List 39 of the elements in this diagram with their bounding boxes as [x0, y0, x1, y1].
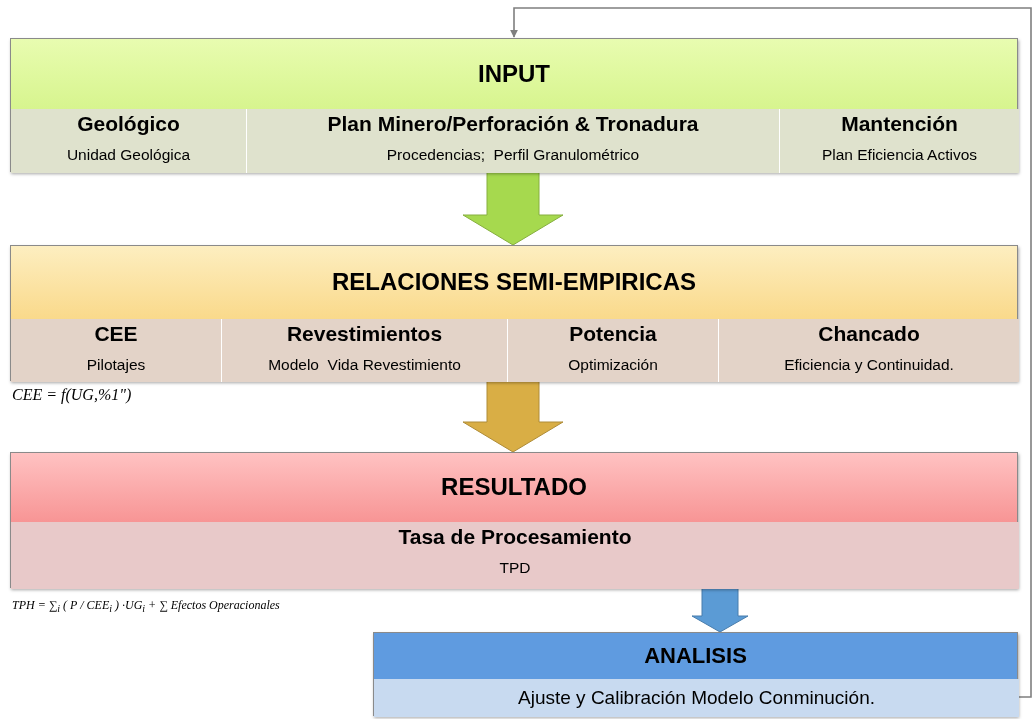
section-panel: [10, 245, 1018, 381]
description-text: Optimización: [567, 356, 659, 374]
description-text: Unidad Geológica: [65, 146, 192, 164]
description-text: Pilotajes: [85, 356, 147, 374]
category-cell: [508, 319, 719, 382]
description-text: Ajuste y Calibración Modelo Conminución.: [517, 687, 876, 709]
category-title: Plan Minero/Perforación & Tronadura: [326, 112, 700, 136]
category-title: Tasa de Procesamiento: [397, 525, 633, 549]
category-title: Revestimientos: [285, 322, 444, 346]
description-text: Eficiencia y Continuidad.: [783, 356, 955, 374]
section-heading: INPUT: [477, 59, 551, 88]
description-text: TPD: [498, 559, 532, 577]
category-cell: [11, 109, 247, 173]
category-title: CEE: [93, 322, 139, 346]
feedback-arrow: [510, 7, 1032, 698]
category-cell: [11, 522, 1019, 589]
section-panel: [373, 632, 1018, 716]
block-arrow: [691, 587, 749, 633]
section-heading: ANALISIS: [643, 642, 748, 669]
category-title: Potencia: [568, 322, 658, 346]
category-cell: [719, 319, 1019, 382]
block-arrow: [462, 171, 564, 246]
section-heading: RESULTADO: [440, 473, 588, 502]
section-heading: RELACIONES SEMI-EMPIRICAS: [331, 268, 697, 297]
description-text: Modelo Vida Revestimiento: [267, 356, 462, 374]
block-arrow: [462, 380, 564, 453]
category-cell: [11, 319, 222, 382]
formula-text: TPH = ∑$_{i}$ ( P / CEE$_{i}$ ) ·UG$_{i}$ + ∑ Efectos Operacionales: [12, 598, 280, 615]
category-cell: [374, 679, 1019, 717]
description-text: Procedencias; Perfil Granulométrico: [385, 146, 641, 164]
section-panel: [10, 38, 1018, 172]
section-panel: [10, 452, 1018, 588]
category-title: Geológico: [76, 112, 181, 136]
description-text: Plan Eficiencia Activos: [820, 146, 979, 164]
category-cell: [780, 109, 1019, 173]
category-title: Mantención: [840, 112, 959, 136]
category-cell: [247, 109, 780, 173]
category-cell: [222, 319, 508, 382]
category-title: Chancado: [817, 322, 921, 346]
